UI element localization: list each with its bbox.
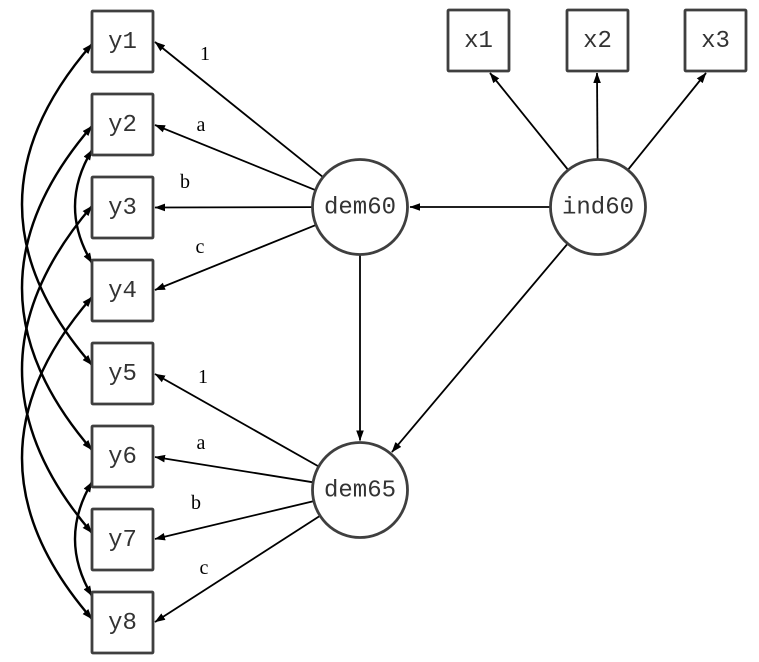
node-y7: y7	[90, 507, 155, 572]
covariance-y2-y4	[73, 149, 94, 264]
edge-dem60-y1	[154, 41, 324, 178]
node-dem65: dem65	[311, 441, 409, 539]
node-y2: y2	[90, 92, 155, 157]
edge-dem65-y8	[154, 515, 321, 623]
node-y8: y8	[90, 590, 155, 655]
node-y5: y5	[90, 341, 155, 406]
loading-label-dem65-y5: 1	[198, 366, 208, 388]
node-y8-label: y8	[108, 610, 137, 637]
covariance-y4-y8	[20, 296, 93, 620]
node-y6: y6	[90, 424, 155, 489]
node-y1: y1	[90, 9, 155, 74]
covariance-edges	[20, 43, 94, 620]
node-x1: x1	[446, 8, 511, 73]
node-y4-label: y4	[108, 278, 137, 305]
edge-ind60-x1	[489, 72, 569, 171]
node-dem65-label: dem65	[324, 478, 396, 505]
node-y2-label: y2	[108, 112, 137, 139]
node-x3: x3	[683, 8, 748, 73]
edge-ind60-x3	[627, 72, 707, 171]
loading-label-dem60-y4: c	[196, 236, 205, 258]
node-ind60-label: ind60	[562, 195, 634, 222]
edge-ind60-x2	[593, 72, 601, 160]
edge-labels: 1 a b c 1 a b c	[180, 43, 210, 579]
loading-label-dem65-y8: c	[200, 557, 209, 579]
latent-nodes: dem60 dem65 ind60	[311, 158, 647, 539]
loading-label-dem60-y2: a	[197, 114, 206, 136]
edge-dem60-y2	[154, 124, 317, 192]
node-x2: x2	[565, 8, 630, 73]
node-ind60: ind60	[549, 158, 647, 256]
covariance-y6-y8	[73, 481, 94, 597]
covariance-y1-y5	[20, 43, 93, 366]
node-x1-label: x1	[464, 28, 493, 55]
observed-nodes: y1 y2 y3 y4 y5 y6 y7 y8	[90, 8, 748, 655]
covariance-y2-y6	[20, 125, 93, 451]
node-y7-label: y7	[108, 527, 137, 554]
edge-dem60-y4	[154, 224, 317, 291]
node-x2-label: x2	[583, 28, 612, 55]
edge-dem65-y5	[154, 373, 320, 468]
loading-label-dem65-y6: a	[197, 432, 206, 454]
node-y4: y4	[90, 258, 155, 323]
node-y6-label: y6	[108, 444, 137, 471]
node-dem60-label: dem60	[324, 195, 396, 222]
directed-edges	[154, 41, 707, 623]
loading-label-dem65-y7: b	[191, 492, 201, 514]
node-y3-label: y3	[108, 195, 137, 222]
edge-ind60-dem65	[391, 242, 569, 453]
edge-dem65-y6	[154, 454, 314, 484]
node-y5-label: y5	[108, 361, 137, 388]
loading-label-dem60-y3: b	[180, 171, 190, 193]
edge-dem65-y7	[154, 500, 315, 541]
node-y1-label: y1	[108, 29, 137, 56]
node-dem60: dem60	[311, 158, 409, 256]
node-x3-label: x3	[701, 28, 730, 55]
node-y3: y3	[90, 175, 155, 240]
covariance-y3-y7	[20, 205, 93, 534]
loading-label-dem60-y1: 1	[200, 43, 210, 65]
